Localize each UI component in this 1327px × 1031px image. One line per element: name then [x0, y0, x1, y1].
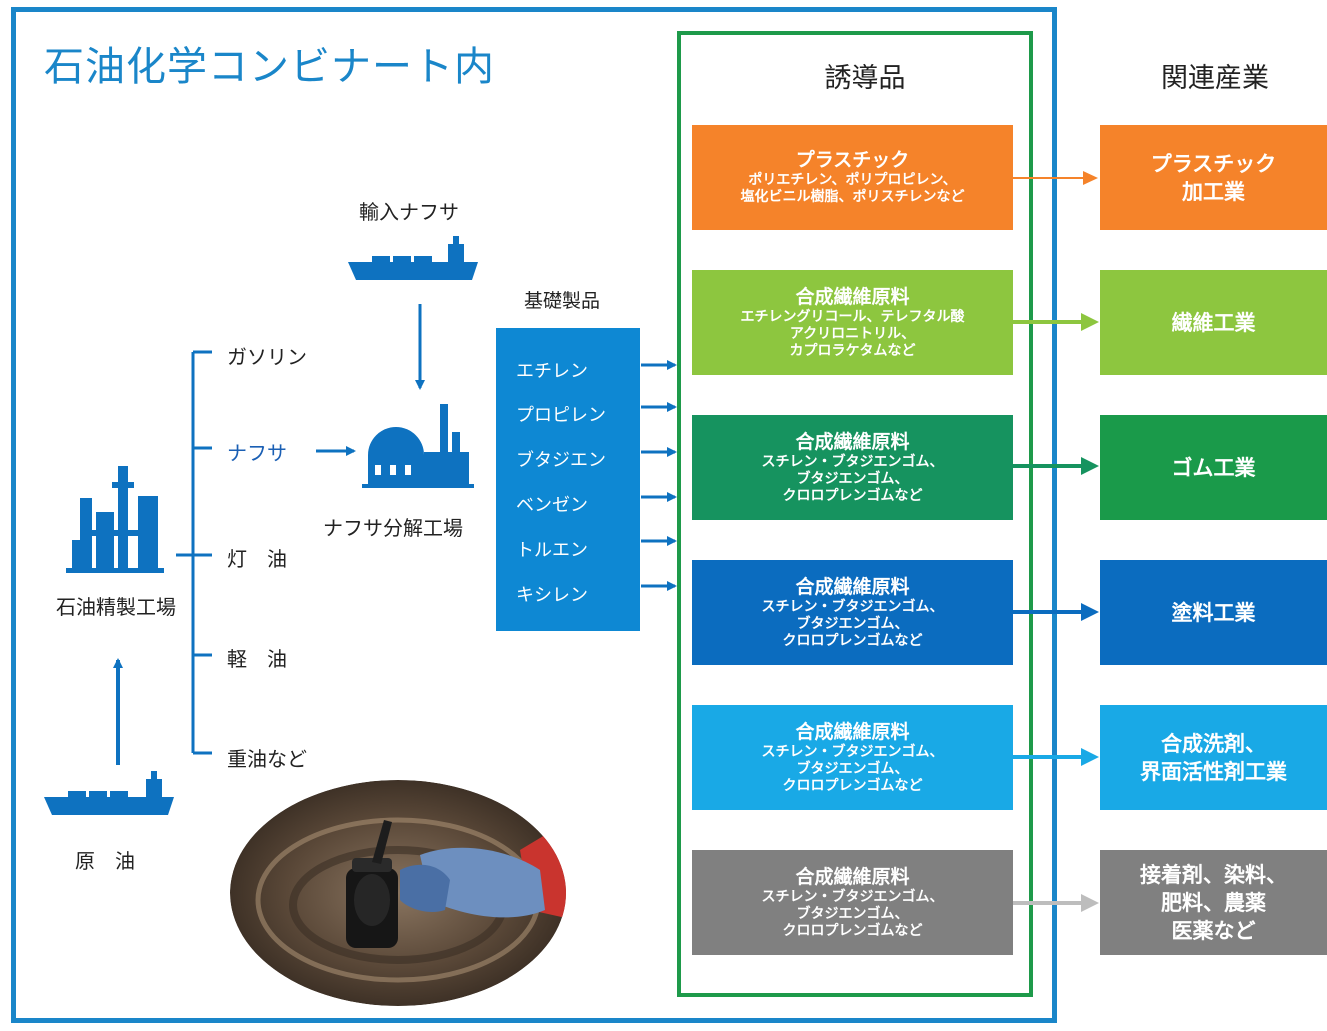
derivative-title: プラスチック: [795, 149, 910, 171]
refinery-branch-lines: [176, 350, 212, 755]
product-naphtha: ナフサ: [227, 441, 287, 465]
derivative-detail: ブタジエンゴム、: [796, 760, 909, 777]
derivative-detail: ブタジエンゴム、: [796, 615, 909, 632]
industry-box-paint: 塗料工業: [1100, 560, 1327, 665]
industry-label: 医薬など: [1171, 918, 1256, 943]
industry-box-chemicals: 接着剤、染料、 肥料、農薬 医薬など: [1100, 850, 1327, 955]
derivative-title: 合成繊維原料: [795, 575, 910, 598]
derivative-detail: ポリエチレン、ポリプロピレン、: [748, 172, 957, 188]
derivative-detail: ブタジエンゴム、: [796, 470, 909, 487]
industry-label: 肥料、農薬: [1161, 890, 1266, 915]
page-title: 石油化学コンビナート内: [44, 44, 495, 90]
basic-butadiene: ブタジエン: [516, 450, 606, 471]
derivative-box-fiber: 合成繊維原料 エチレングリコール、テレフタル酸 アクリロニトリル、 カプロラケタ…: [692, 270, 1013, 375]
derivative-box-plastic: プラスチック ポリエチレン、ポリプロピレン、 塩化ビニル樹脂、ポリスチレンなど: [692, 125, 1013, 230]
derivative-detail: スチレン・ブタジエンゴム、: [761, 598, 944, 615]
derivative-detail: ブタジエンゴム、: [796, 905, 909, 922]
basic-toluene: トルエン: [516, 540, 588, 561]
industries-header: 関連産業: [1161, 63, 1269, 94]
product-gasoline: ガソリン: [227, 345, 307, 369]
derivative-detail: クロロプレンゴムなど: [782, 922, 923, 939]
industry-box-rubber: ゴム工業: [1100, 415, 1327, 520]
derivative-detail: 塩化ビニル樹脂、ポリスチレンなど: [740, 189, 965, 205]
derivative-detail: クロロプレンゴムなど: [782, 777, 923, 794]
industry-label: ゴム工業: [1171, 455, 1256, 480]
product-heavy-oil: 重油など: [227, 747, 307, 771]
tanker-ship-icon: [348, 236, 478, 280]
derivative-title: 合成繊維原料: [795, 285, 910, 308]
petrochemical-complex-frame: [11, 7, 1057, 1023]
cracker-factory-icon: [362, 404, 474, 488]
derivative-detail: カプロラケタムなど: [789, 342, 916, 359]
derivative-detail: スチレン・ブタジエンゴム、: [761, 453, 944, 470]
industry-box-detergent: 合成洗剤、 界面活性剤工業: [1100, 705, 1327, 810]
basic-to-derivative-arrows: [641, 360, 677, 591]
basic-xylene: キシレン: [516, 585, 588, 606]
industry-label: プラスチック: [1150, 151, 1277, 176]
refinery-label: 石油精製工場: [56, 595, 176, 619]
industry-label: 塗料工業: [1171, 600, 1256, 625]
industry-label: 加工業: [1182, 179, 1245, 204]
cracker-label: ナフサ分解工場: [323, 516, 463, 540]
industry-label: 接着剤、染料、: [1140, 862, 1287, 887]
derivatives-header: 誘導品: [824, 63, 906, 94]
derivative-to-industry-arrows: [1013, 171, 1099, 912]
derivative-title: 合成繊維原料: [795, 720, 910, 743]
basic-products-header: 基礎製品: [524, 290, 601, 312]
crude-oil-label: 原 油: [75, 849, 135, 873]
derivative-box-detergent: 合成繊維原料 スチレン・ブタジエンゴム、 ブタジエンゴム、 クロロプレンゴムなど: [692, 705, 1013, 810]
derivative-box-other: 合成繊維原料 スチレン・ブタジエンゴム、 ブタジエンゴム、 クロロプレンゴムなど: [692, 850, 1013, 955]
basic-ethylene: エチレン: [516, 361, 588, 382]
basic-products-box: [496, 328, 640, 631]
derivative-title: 合成繊維原料: [795, 865, 910, 888]
derivative-box-rubber: 合成繊維原料 スチレン・ブタジエンゴム、 ブタジエンゴム、 クロロプレンゴムなど: [692, 415, 1013, 520]
industry-box-textile: 繊維工業: [1100, 270, 1327, 375]
industry-label: 界面活性剤工業: [1140, 759, 1287, 784]
refinery-plant-icon: [66, 466, 164, 573]
crude-oil-photo: [230, 780, 566, 1006]
industry-box-plastic-processing: プラスチック 加工業: [1100, 125, 1327, 230]
derivative-title: 合成繊維原料: [795, 430, 910, 453]
crude-tanker-icon: [44, 771, 174, 815]
imported-naphtha-label: 輸入ナフサ: [359, 200, 459, 224]
basic-propylene: プロピレン: [516, 405, 606, 426]
industry-label: 合成洗剤、: [1161, 731, 1266, 756]
product-kerosene: 灯 油: [227, 547, 287, 571]
basic-benzene: ベンゼン: [516, 495, 588, 516]
derivative-detail: エチレングリコール、テレフタル酸: [740, 308, 965, 325]
derivative-detail: クロロプレンゴムなど: [782, 632, 923, 649]
derivative-box-paint: 合成繊維原料 スチレン・ブタジエンゴム、 ブタジエンゴム、 クロロプレンゴムなど: [692, 560, 1013, 665]
derivatives-frame: [677, 31, 1033, 997]
derivative-detail: スチレン・ブタジエンゴム、: [761, 888, 944, 905]
derivative-detail: スチレン・ブタジエンゴム、: [761, 743, 944, 760]
product-light-oil: 軽 油: [227, 647, 287, 671]
derivative-detail: クロロプレンゴムなど: [782, 487, 923, 504]
industry-label: 繊維工業: [1171, 310, 1256, 335]
derivative-detail: アクリロニトリル、: [789, 325, 916, 342]
